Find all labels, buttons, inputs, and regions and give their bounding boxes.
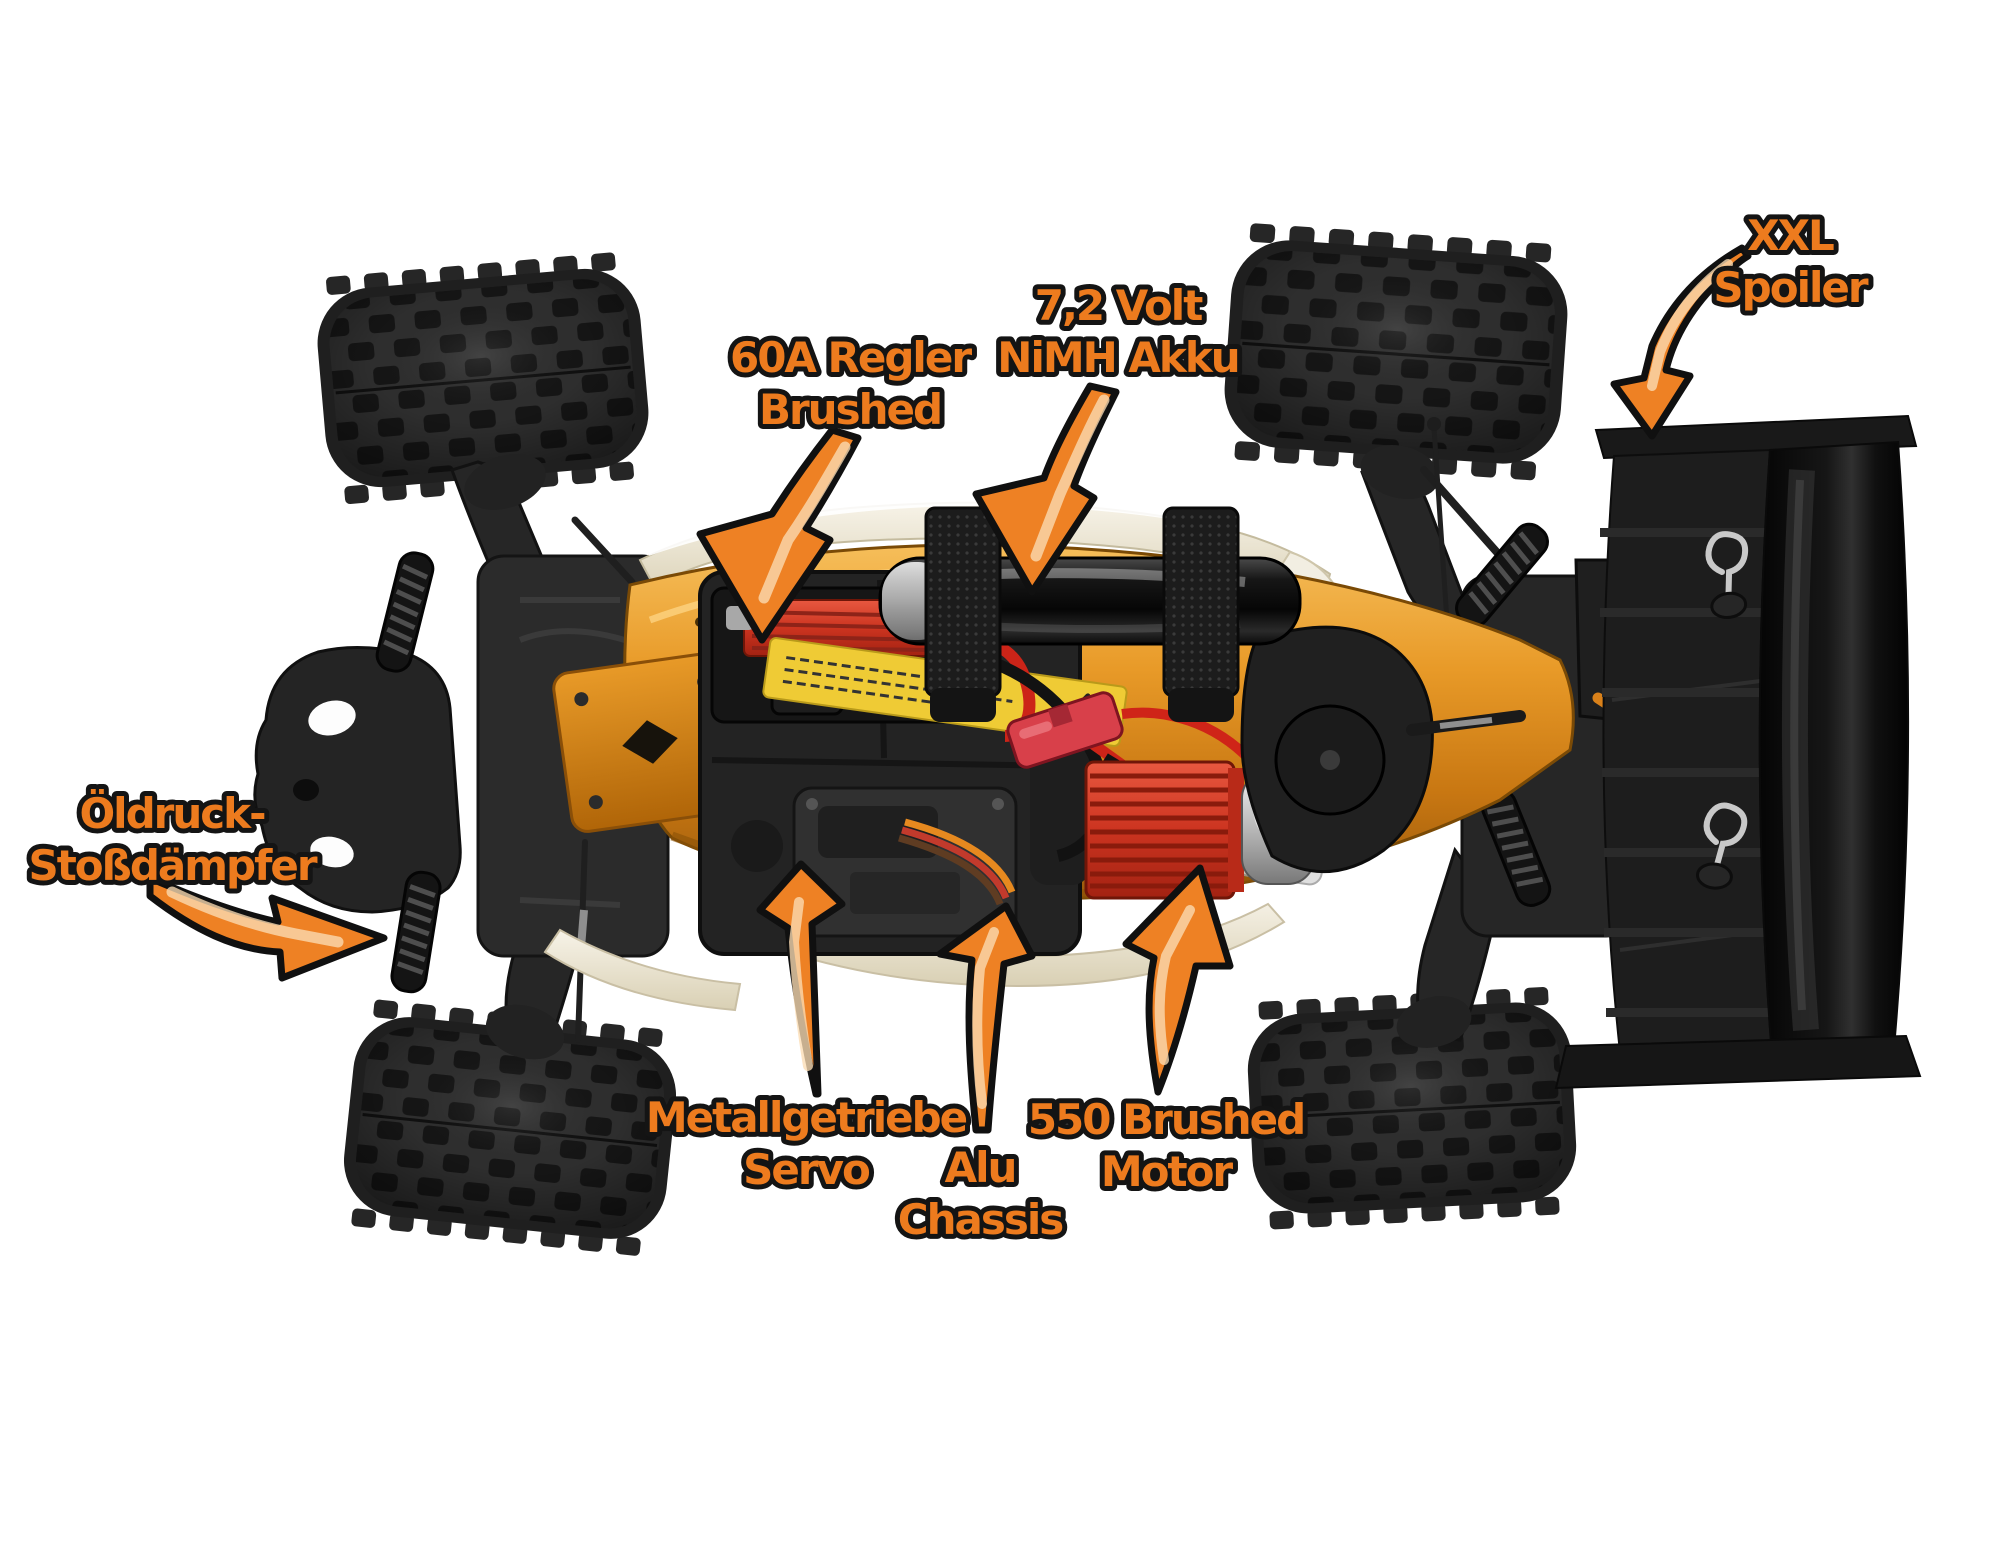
battery-label-line2: NiMH Akku (997, 333, 1238, 382)
t-plug-connector (1006, 691, 1124, 769)
chassis-label: Alu Chassis (893, 1138, 1070, 1249)
servo-label-line2: Servo (743, 1145, 870, 1194)
chassis-label-line2: Chassis (898, 1195, 1063, 1244)
gearbox (1240, 625, 1526, 873)
spoiler-slats (1600, 528, 1782, 1017)
shock-arrow (146, 874, 388, 982)
battery-arrow (972, 382, 1120, 596)
battery-pack (878, 506, 1302, 722)
rear-spoiler (1554, 414, 1922, 1090)
shock-spring-front-upper (374, 550, 436, 675)
spoiler-arrow (1610, 244, 1752, 440)
annotation-arrows (146, 244, 1752, 1134)
front-suspension (374, 454, 670, 1060)
battery-strap (1162, 506, 1240, 722)
motor-arrow (1122, 864, 1234, 1096)
spoiler-label-line1: XXL (1747, 211, 1834, 260)
servo-arrow (756, 860, 846, 1098)
servo-label-line1: Metallgetriebe (646, 1093, 967, 1142)
motor-label-line2: Motor (1101, 1147, 1234, 1196)
esc-arrow (696, 426, 862, 644)
motor-label-line1: 550 Brushed (1028, 1095, 1304, 1144)
shock-label-line1: Öldruck- (79, 788, 265, 838)
front-bumper (253, 646, 462, 914)
tire-rear-top (1220, 222, 1573, 482)
shock-label-line2: Stoßdämpfer (28, 841, 317, 890)
battery-strap (924, 506, 1002, 722)
esc-label-line2: Brushed (759, 385, 941, 434)
battery-label-line1: 7,2 Volt (1035, 281, 1203, 330)
annotation-labels: 60A Regler Brushed 7,2 Volt NiMH Akku XX… (23, 206, 1875, 1249)
spoiler-label-line2: Spoiler (1713, 263, 1868, 312)
chassis-label-line1: Alu (945, 1143, 1016, 1192)
shock-label: Öldruck- Stoßdämpfer (23, 783, 324, 895)
esc-label-line1: 60A Regler (730, 333, 972, 382)
esc-label: 60A Regler Brushed (725, 328, 979, 439)
servo-label: Metallgetriebe Servo (641, 1088, 974, 1199)
battery-label: 7,2 Volt NiMH Akku (992, 276, 1245, 387)
motor-label: 550 Brushed Motor (1023, 1090, 1311, 1201)
servo-wires (898, 818, 1016, 906)
spoiler-label: XXL Spoiler (1708, 206, 1875, 317)
chassis-arrow (936, 902, 1036, 1134)
